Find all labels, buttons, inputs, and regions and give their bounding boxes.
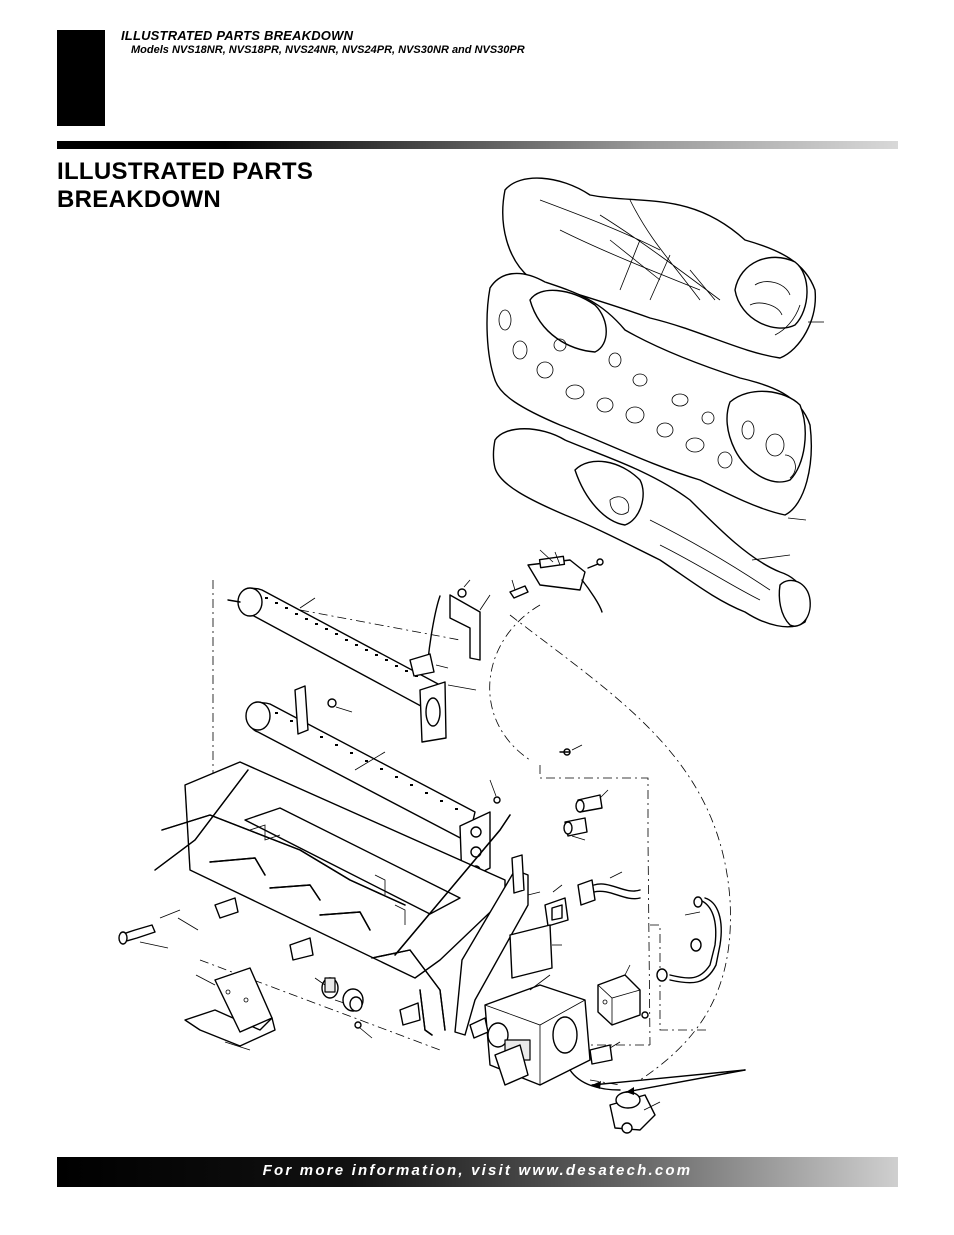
pilot-orifice bbox=[118, 909, 199, 949]
regulator bbox=[569, 1069, 746, 1134]
gas-valve bbox=[469, 974, 591, 1086]
shutter-bracket bbox=[409, 579, 491, 691]
page-title-line2: BREAKDOWN bbox=[57, 186, 222, 213]
pilot-assembly bbox=[509, 549, 604, 613]
header-models: Models NVS18NR, NVS18PR, NVS24NR, NVS24P… bbox=[131, 44, 525, 56]
page-title: ILLUSTRATED PARTS BREAKDOWN bbox=[57, 158, 313, 214]
header-divider bbox=[57, 141, 898, 149]
middle-log bbox=[486, 272, 812, 521]
block-bracket bbox=[597, 964, 649, 1026]
log-grate bbox=[154, 769, 511, 1036]
heat-shield bbox=[184, 967, 276, 1051]
rear-burner-tube bbox=[227, 587, 447, 743]
gas-tube bbox=[656, 896, 722, 984]
top-log bbox=[502, 177, 824, 359]
header-title: ILLUSTRATED PARTS BREAKDOWN bbox=[121, 28, 354, 43]
burner-base bbox=[184, 761, 506, 1026]
page-title-line1: ILLUSTRATED PARTS bbox=[57, 158, 314, 185]
footer-bar: For more information, visit www.desatech… bbox=[57, 1157, 898, 1187]
valve-bracket bbox=[454, 854, 541, 1036]
front-burner-tube bbox=[245, 701, 491, 883]
main-orifices bbox=[314, 977, 373, 1039]
front-log bbox=[492, 428, 811, 628]
right-fittings bbox=[559, 744, 621, 1065]
bolt-left bbox=[294, 685, 353, 735]
section-tab bbox=[57, 30, 105, 126]
piezo-igniter-wire bbox=[544, 871, 641, 927]
footer-link-text[interactable]: For more information, visit www.desatech… bbox=[262, 1162, 693, 1179]
plate bbox=[509, 924, 562, 979]
